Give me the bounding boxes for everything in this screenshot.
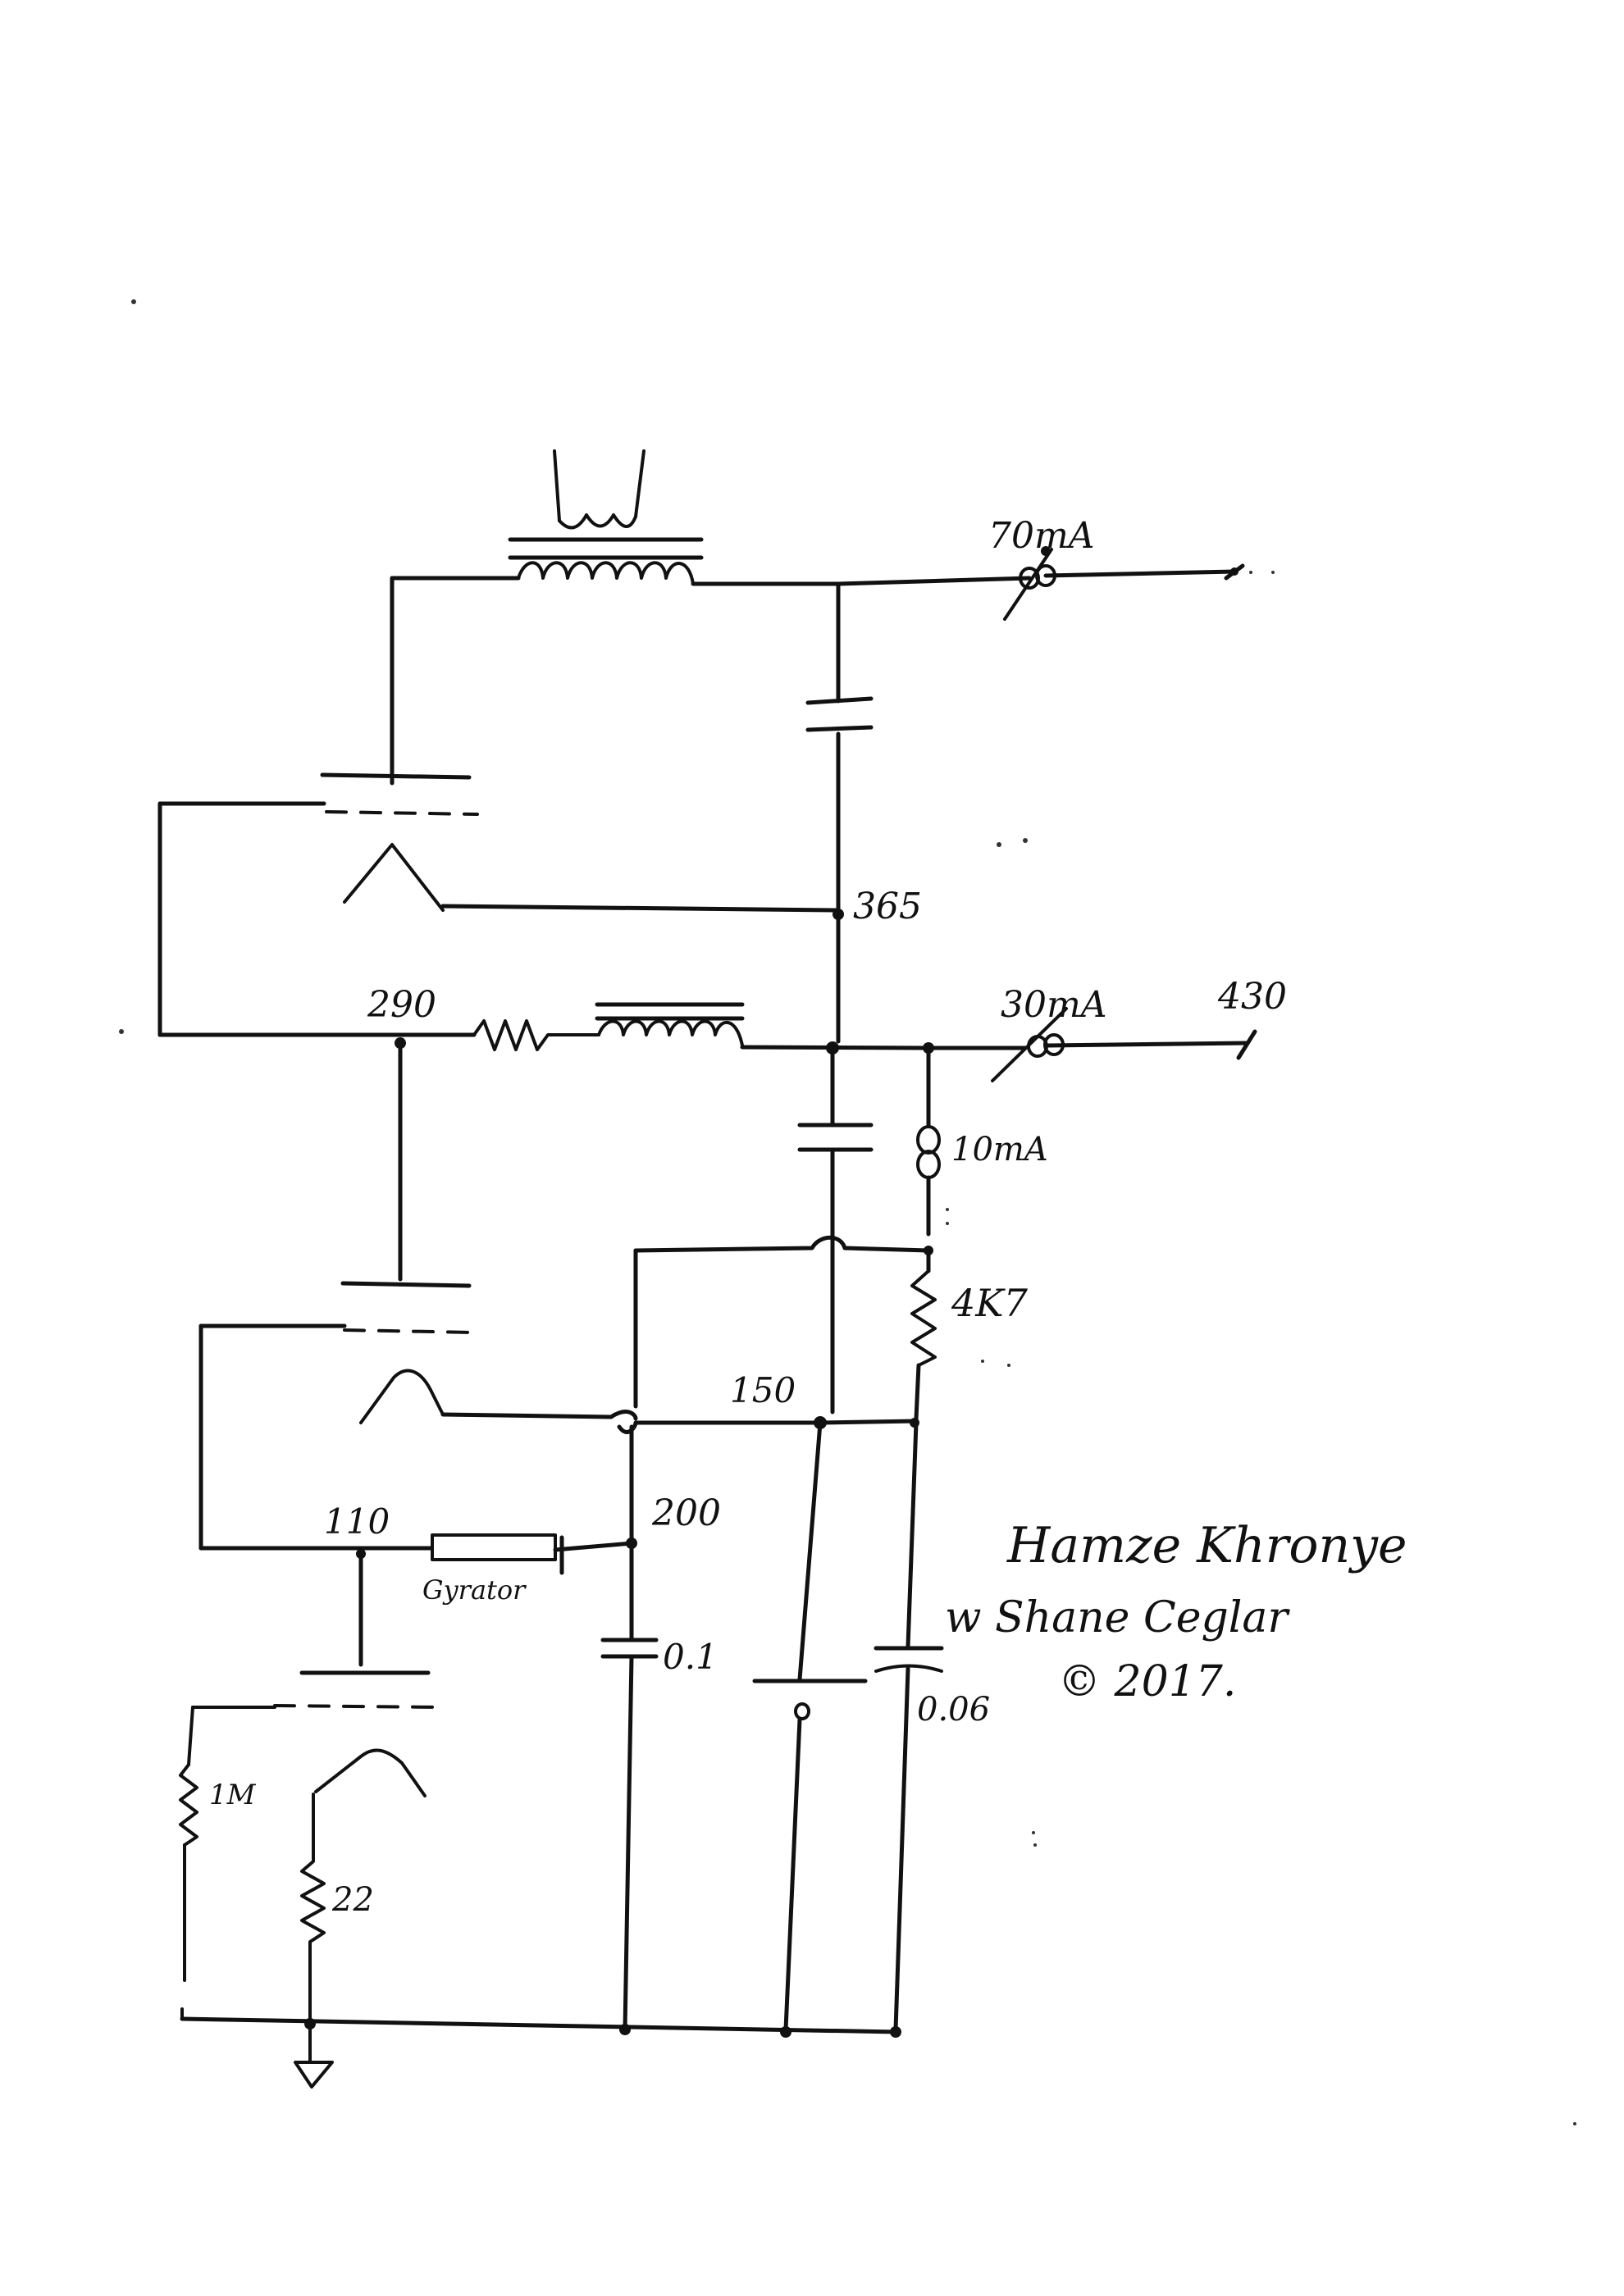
label-1m: 1M xyxy=(209,1779,257,1811)
input-triode xyxy=(187,1549,443,1814)
middle-rail: 290 xyxy=(157,984,1249,1414)
ccs-10ma: 10mA xyxy=(916,1125,1048,1237)
gyrator-section: Gyrator 200 110 xyxy=(198,1424,721,1642)
ccs-70ma: 70mA xyxy=(988,515,1245,621)
resistor-1m: 1M xyxy=(179,1763,257,1982)
ground-rail xyxy=(180,2007,901,2089)
scan-specks xyxy=(119,299,1576,2125)
label-110: 110 xyxy=(324,1501,390,1542)
label-200: 200 xyxy=(651,1492,721,1534)
label-30ma: 30mA xyxy=(1001,984,1107,1026)
label-430: 430 xyxy=(1217,976,1287,1018)
label-22: 22 xyxy=(331,1881,374,1919)
resistor-4k7: 4K7 xyxy=(633,1235,1029,1421)
center-column xyxy=(752,1420,868,2032)
capacitor-middle xyxy=(797,1123,874,1152)
capacitor-0-1: 0.1 xyxy=(600,1637,718,2032)
output-transformer xyxy=(508,449,704,585)
label-10ma: 10mA xyxy=(951,1131,1048,1168)
label-0-06: 0.06 xyxy=(917,1691,990,1729)
driver-triode: 150 xyxy=(198,1248,919,1551)
label-0-1: 0.1 xyxy=(663,1637,718,1677)
output-triode xyxy=(157,772,841,1037)
label-70ma: 70mA xyxy=(988,515,1095,557)
label-365: 365 xyxy=(853,886,922,927)
signature-line-1: Hamze Khronye xyxy=(1006,1517,1407,1574)
label-gyrator: Gyrator xyxy=(422,1574,527,1606)
label-4k7: 4K7 xyxy=(951,1281,1029,1325)
signature: Hamze Khronye w Shane Ceglar © 2017. xyxy=(945,1517,1407,1706)
top-rail xyxy=(390,569,1237,1044)
ground-icon xyxy=(294,2061,334,2089)
signature-line-3: © 2017. xyxy=(1058,1657,1236,1706)
capacitor-top xyxy=(805,696,874,732)
ccs-30ma: 30mA 430 xyxy=(991,976,1287,1082)
resistor-22: 22 xyxy=(300,1811,374,2023)
label-290: 290 xyxy=(367,984,436,1026)
label-150: 150 xyxy=(730,1370,796,1410)
capacitor-0-06: 0.06 xyxy=(874,1420,990,2032)
signature-line-2: w Shane Ceglar xyxy=(945,1593,1290,1642)
